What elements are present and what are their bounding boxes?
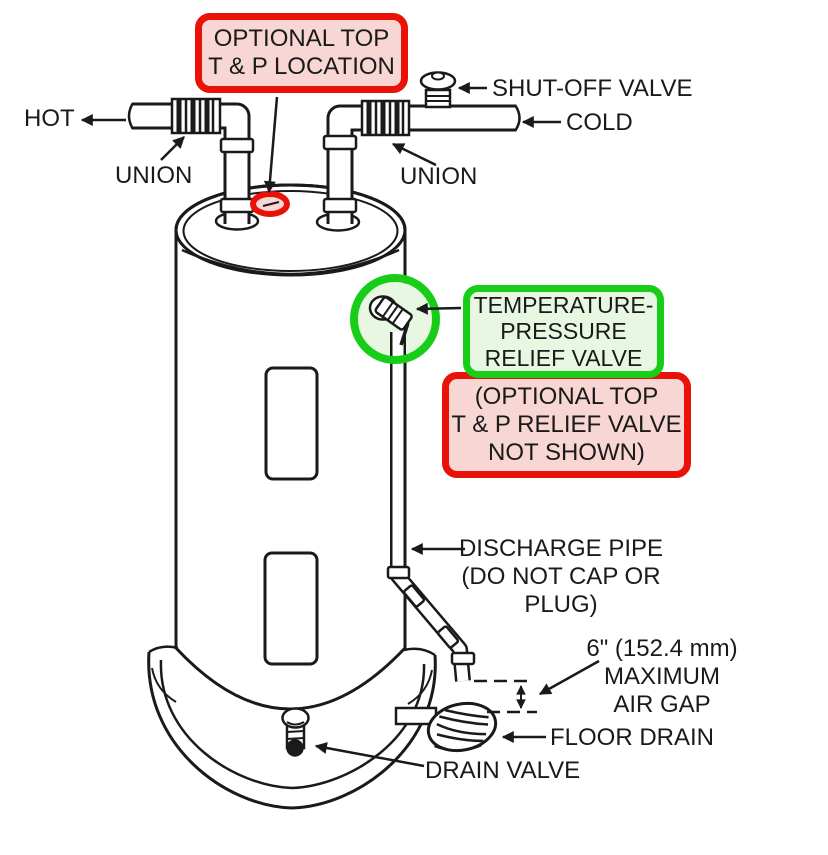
access-panel-upper [264,366,319,481]
tank-top-rim-inner [182,190,399,272]
label-air-gap: 6" (152.4 mm) MAXIMUM AIR GAP [586,635,738,719]
arrow-air-gap [538,659,600,696]
drain-valve-graphic [281,707,310,757]
callout-optional-top-tp-not-shown: (OPTIONAL TOP T & P RELIEF VALVE NOT SHO… [442,372,691,478]
pipe-coupling [436,625,460,649]
leader-arrows [80,81,600,768]
green-circle-highlight [350,274,440,364]
pipe-coupling [386,565,411,580]
pipe-collar [322,197,358,214]
floor-drain-graphic [394,701,498,753]
pipe-collar [219,197,255,214]
arrow-tp-valve [415,302,462,315]
union-fitting-left [170,97,222,135]
label-drain-valve: DRAIN VALVE [425,757,581,784]
pipe-collar [219,137,255,154]
tank [174,183,407,711]
discharge-pipe-graphic [350,274,476,682]
label-union-right: UNION [400,163,478,190]
air-gap-dimension [474,679,537,714]
label-cold: COLD [566,109,633,136]
drain-pan [147,645,437,810]
red-ellipse-highlight [250,191,290,217]
union-fitting-right [360,99,411,137]
label-hot: HOT [24,105,75,132]
pipe-coupling [402,584,426,608]
arrow-drain-valve [314,742,425,768]
label-floor-drain: FLOOR DRAIN [550,724,715,751]
callout-optional-top-tp-location: OPTIONAL TOP T & P LOCATION [195,13,408,93]
pipe-collar [322,134,358,151]
pipe-coupling [450,651,476,666]
arrow-union-right [391,142,437,167]
hot-pipe-open-end [127,102,135,130]
access-panel-lower [263,551,319,666]
shutoff-valve-graphic [419,71,457,109]
cold-pipe-open-end [513,104,521,132]
arrow-optional-top-location [263,96,279,194]
label-shut-off-valve: SHUT-OFF VALVE [492,75,693,102]
cold-pipe [322,71,521,224]
tank-top-seam [181,248,400,276]
label-union-left: UNION [115,162,193,189]
hot-pipe [127,97,255,224]
tp-valve-graphic [368,295,413,346]
callout-temperature-pressure-relief-valve: TEMPERATURE- PRESSURE RELIEF VALVE [463,285,664,378]
label-discharge-pipe: DISCHARGE PIPE (DO NOT CAP OR PLUG) [458,535,664,619]
arrow-union-left [160,136,185,161]
